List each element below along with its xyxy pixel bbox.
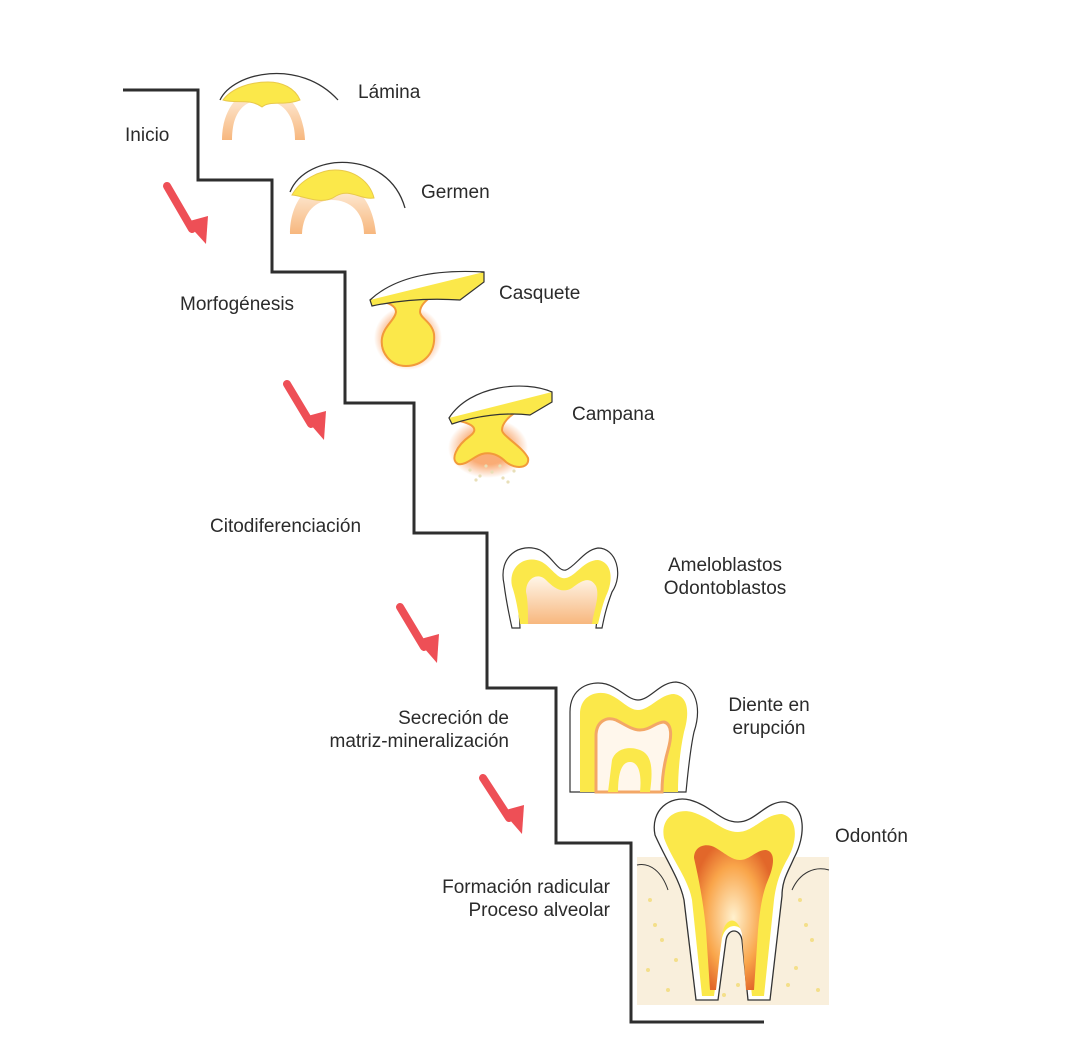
stage-odontoblastos-text: Odontoblastos <box>663 578 787 599</box>
stage-casquete-text: Casquete <box>499 283 581 304</box>
erupting-tooth-illustration <box>569 681 698 794</box>
stage-campana-text: Campana <box>572 404 655 425</box>
stage-label-lamina: Lámina <box>358 81 420 104</box>
stage-label-odonton: Odontón <box>835 825 908 848</box>
phase-formacion-line-2: Proceso alveolar <box>468 900 610 921</box>
stage-label-campana: Campana <box>572 403 654 426</box>
stage-odonton-text: Odontón <box>835 826 908 847</box>
lamina-illustration <box>219 72 339 140</box>
phase-citodiferenciacion-text: Citodiferenciación <box>210 516 362 537</box>
phase-formacion-line-1: Formación radicular <box>442 877 610 898</box>
casquete-illustration <box>369 270 485 370</box>
phase-secrecion-line-2: matriz-mineralización <box>329 731 510 752</box>
arrow-4-icon <box>479 774 524 834</box>
stage-label-diferenciacion: Ameloblastos Odontoblastos <box>640 554 810 600</box>
stage-erupcion-line-1: Diente en <box>728 695 810 716</box>
differentiation-illustration <box>502 547 619 629</box>
phase-label-morfogenesis: Morfogénesis <box>180 293 294 316</box>
stage-label-erupcion: Diente en erupción <box>714 694 824 740</box>
phase-secrecion-line-1: Secreción de <box>398 708 509 729</box>
stage-label-casquete: Casquete <box>499 282 580 305</box>
arrow-2-icon <box>283 380 326 440</box>
campana-illustration <box>448 385 553 484</box>
phase-label-inicio: Inicio <box>125 124 169 147</box>
stage-label-germen: Germen <box>421 181 490 204</box>
phase-inicio-text: Inicio <box>125 125 170 146</box>
germen-illustration <box>289 161 406 234</box>
stage-lamina-text: Lámina <box>358 82 421 103</box>
stage-erupcion-line-2: erupción <box>732 718 806 739</box>
phase-label-citodiferenciacion: Citodiferenciación <box>210 515 361 538</box>
phase-label-formacion: Formación radicular Proceso alveolar <box>380 876 610 922</box>
phase-label-secrecion: Secreción de matriz-mineralización <box>270 707 510 753</box>
arrow-3-icon <box>396 603 439 663</box>
staircase-line <box>123 88 764 1024</box>
odonton-illustration <box>636 798 830 1005</box>
phase-morfogenesis-text: Morfogénesis <box>180 294 295 315</box>
stage-germen-text: Germen <box>421 182 490 203</box>
stage-ameloblastos-text: Ameloblastos <box>667 555 783 576</box>
arrow-1-icon <box>163 182 208 244</box>
